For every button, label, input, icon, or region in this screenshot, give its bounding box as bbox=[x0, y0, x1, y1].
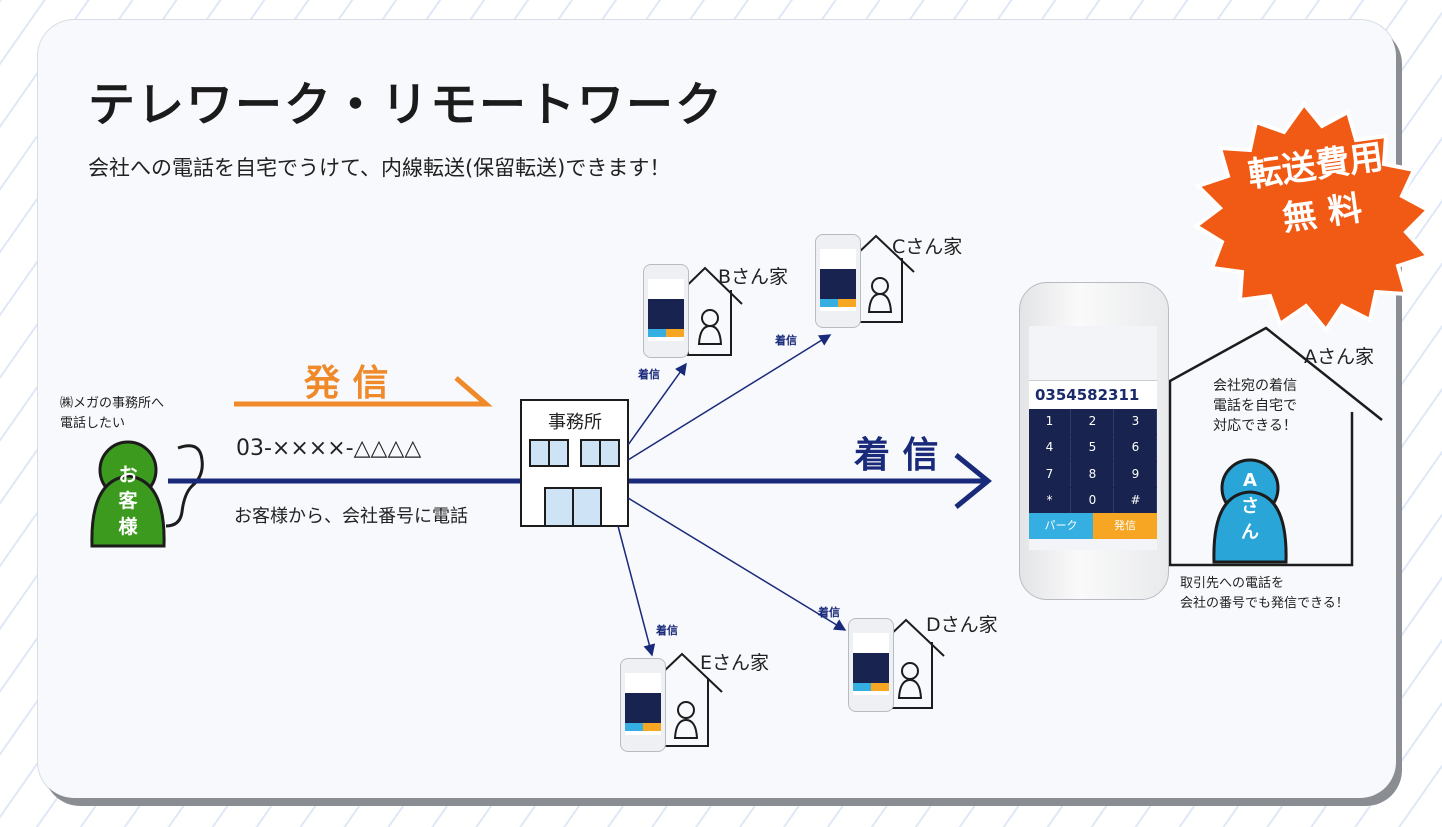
key: 7 bbox=[1029, 461, 1071, 487]
incoming-d-label: 着信 bbox=[818, 606, 840, 619]
a-san-char: ん bbox=[1241, 522, 1259, 543]
key: * bbox=[1029, 487, 1071, 513]
office-building bbox=[520, 399, 629, 527]
a-bottom-line: 会社の番号でも発信できる！ bbox=[1180, 596, 1349, 611]
a-house-bottom-note: 取引先への電話を 会社の番号でも発信できる！ bbox=[1180, 574, 1349, 614]
a-note-line: 対応できる！ bbox=[1213, 418, 1297, 434]
a-house-note: 会社宛の着信 電話を自宅で 対応できる！ bbox=[1200, 376, 1310, 436]
a-san-char: A bbox=[1243, 470, 1257, 491]
key: 1 bbox=[1029, 409, 1071, 435]
customer-caption-2: 電話したい bbox=[60, 416, 126, 431]
arrow-to-e bbox=[617, 525, 656, 657]
customer-char: 客 bbox=[118, 490, 138, 512]
screen-number: 0354582311 bbox=[1035, 386, 1140, 404]
key: 5 bbox=[1072, 435, 1114, 461]
key: # bbox=[1115, 487, 1157, 513]
house-b-label: Bさん家 bbox=[718, 266, 789, 288]
key: 4 bbox=[1029, 435, 1071, 461]
customer-figure bbox=[90, 440, 204, 548]
customer-char: お bbox=[118, 464, 138, 486]
screen-tabbar bbox=[1029, 539, 1157, 550]
customer-figure-label: お 客 様 bbox=[113, 462, 143, 540]
phone-c bbox=[815, 234, 861, 328]
a-note-line: 会社宛の着信 bbox=[1213, 378, 1297, 394]
house-d-label: Dさん家 bbox=[926, 614, 998, 636]
key: 0 bbox=[1072, 487, 1114, 513]
park-button: パーク bbox=[1029, 513, 1093, 539]
outgoing-arrow bbox=[234, 376, 493, 407]
call-button: 発信 bbox=[1093, 513, 1157, 539]
outgoing-label: 発 信 bbox=[304, 363, 389, 404]
customer-char: 様 bbox=[118, 516, 138, 538]
phone-b bbox=[643, 264, 689, 358]
phone-e bbox=[620, 658, 666, 752]
a-san-label: A さ ん bbox=[1236, 468, 1264, 546]
screen-header bbox=[1029, 326, 1157, 381]
badge-starburst bbox=[1192, 100, 1432, 334]
incoming-label: 着 信 bbox=[854, 435, 939, 476]
house-e-label: Eさん家 bbox=[700, 652, 770, 674]
incoming-c-label: 着信 bbox=[775, 334, 797, 347]
a-note-line: 電話を自宅で bbox=[1213, 398, 1297, 414]
call-caption: お客様から、会社番号に電話 bbox=[234, 506, 468, 527]
arrow-to-d bbox=[627, 497, 847, 631]
smartphone-screen: 0354582311 1 2 3 4 5 6 7 8 9 * 0 # パーク 発… bbox=[1029, 326, 1157, 550]
incoming-b-label: 着信 bbox=[638, 368, 660, 381]
key: 9 bbox=[1115, 461, 1157, 487]
house-c-label: Cさん家 bbox=[892, 236, 963, 258]
house-a-label: Aさん家 bbox=[1304, 346, 1374, 368]
a-san-figure bbox=[1212, 458, 1288, 564]
key: 3 bbox=[1115, 409, 1157, 435]
incoming-e-label: 着信 bbox=[656, 624, 678, 637]
key: 8 bbox=[1072, 461, 1114, 487]
a-bottom-line: 取引先への電話を bbox=[1180, 576, 1285, 591]
office-label: 事務所 bbox=[548, 412, 602, 433]
screen-buttons: パーク 発信 bbox=[1029, 513, 1157, 539]
keypad: 1 2 3 4 5 6 7 8 9 * 0 # bbox=[1029, 409, 1157, 513]
key: 6 bbox=[1115, 435, 1157, 461]
incoming-arrow bbox=[628, 453, 992, 509]
key: 2 bbox=[1072, 409, 1114, 435]
arrow-to-b bbox=[627, 362, 687, 446]
house-a-outline bbox=[1149, 326, 1383, 567]
a-san-char: さ bbox=[1241, 496, 1259, 517]
page-subtitle: 会社への電話を自宅でうけて、内線転送(保留転送)できます！ bbox=[88, 156, 671, 180]
customer-caption-1: ㈱メガの事務所へ bbox=[60, 396, 165, 411]
phone-number: 03-××××-△△△△ bbox=[236, 436, 422, 461]
phone-d bbox=[848, 618, 894, 712]
page-title: テレワーク・リモートワーク bbox=[88, 78, 725, 133]
arrow-to-c bbox=[627, 334, 832, 461]
